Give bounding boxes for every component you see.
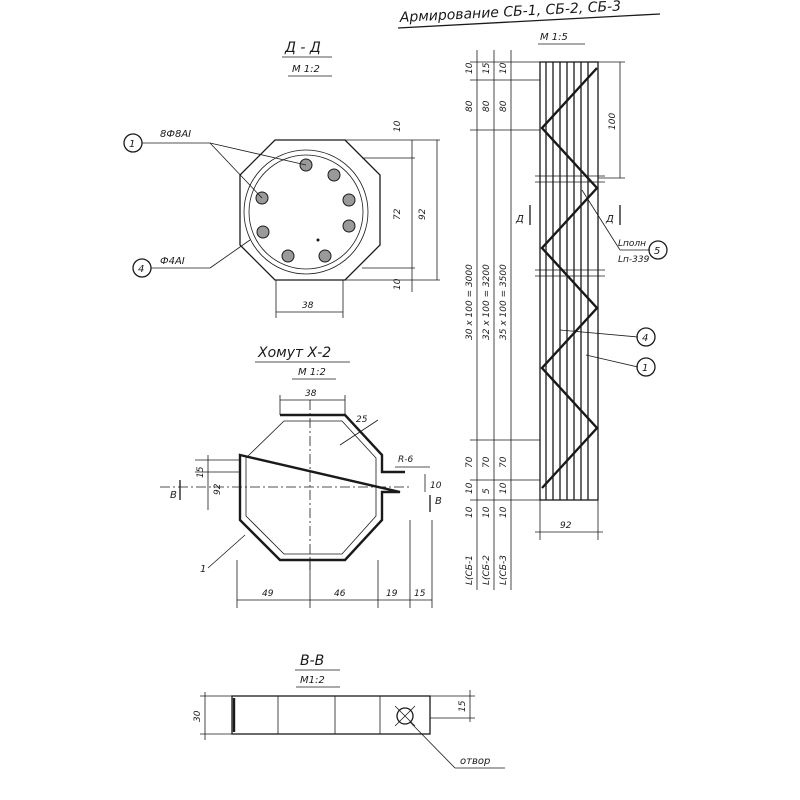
rebar-5 [318, 249, 332, 263]
rebar-3 [342, 193, 356, 207]
dim-dd-top: 10 [393, 120, 403, 132]
clamp-dim-left-small: 15 [196, 466, 206, 478]
rebar-7 [256, 225, 270, 239]
section-mark-left-text: В [170, 490, 177, 501]
bb-hole-x2 [394, 705, 416, 727]
part-1-text: 1 [200, 564, 206, 575]
clamp-radius-text: R-6 [398, 455, 414, 465]
elev-foot-dim-5: 10 [482, 506, 492, 518]
elev-foot-dim-1: 10 [465, 482, 475, 494]
elev-top-dim-2: 15 [482, 62, 492, 74]
callout-4-leader-a [209, 239, 251, 269]
clamp-outline [238, 413, 405, 562]
elev-foot-dim-6: 10 [499, 506, 509, 518]
dim-dd-outer: 92 [418, 208, 428, 220]
section-mark-right-text: В [435, 496, 442, 507]
rebar-6 [281, 249, 295, 263]
clamp-dim-b2: 46 [334, 589, 346, 599]
elev-dim-width: 92 [560, 521, 572, 531]
clamp-scale: М 1:2 [298, 367, 326, 378]
bb-dim-height: 30 [193, 710, 203, 722]
callout-1b-leader [585, 354, 639, 368]
elevation: 10 15 10 80 80 80 30 х 100 = 3000 32 х 1… [465, 50, 668, 590]
elev-length-1: L(СБ-1 [465, 555, 475, 585]
elev-dim-right: 100 [608, 113, 618, 130]
stirrup-circle-outer [243, 149, 369, 275]
callout-4b-circle [636, 327, 656, 347]
elev-mark-d-left-text: Д [515, 214, 524, 225]
dim-dd-width: 38 [302, 301, 314, 311]
callout-1b-text: 1 [642, 363, 648, 374]
clamp-x2: Хомут Х-2 М 1:2 38 25 R-6 10 15 92 В В [160, 345, 442, 608]
clamp-dim-b4: 15 [414, 589, 426, 599]
clamp-dim-b1: 49 [262, 589, 274, 599]
elev-top-dim-3: 10 [499, 62, 509, 74]
title-scale: М 1:5 [540, 32, 568, 43]
callout-stirrup-label: Ф4АI [160, 256, 185, 267]
bb-hole-leader [409, 721, 456, 769]
section-bb-title: В-В [300, 653, 324, 669]
callout-4b-leader [559, 329, 639, 338]
bb-hole [396, 707, 414, 725]
title-underline [397, 13, 661, 29]
callout-1-leader-a [209, 142, 263, 199]
bb-plate [231, 695, 431, 735]
callout-1-text: 1 [129, 139, 135, 150]
elev-top-dim-6: 80 [499, 100, 509, 112]
bb-dim-right: 15 [458, 700, 468, 712]
section-dd: Д - Д М 1:2 10 72 92 10 38 1 [123, 40, 440, 318]
elev-mark-d-right-text: Д [605, 214, 614, 225]
rebar-2 [327, 168, 341, 182]
elev-top-dim-5: 80 [482, 100, 492, 112]
clamp-dim-top-text: 38 [305, 389, 317, 399]
bb-hole-label: отвор [460, 756, 490, 767]
callout-1-leader-b [209, 142, 307, 166]
clamp-dim-right-text: 10 [430, 481, 442, 491]
section-bb: В-В М1:2 30 15 отвор [193, 653, 505, 769]
elev-mid-dim-3: 35 х 100 = 3500 [499, 264, 509, 340]
elev-low-dim-3: 70 [499, 456, 509, 468]
elev-foot-dim-2: 5 [482, 488, 492, 494]
elev-mid-dim-1: 30 х 100 = 3000 [465, 264, 475, 340]
callout-5-leader [581, 189, 621, 251]
spiral-wire [540, 67, 599, 489]
stirrup-circle-inner [248, 154, 364, 270]
clamp-dim-b3: 19 [386, 589, 398, 599]
dim-dd-inner: 72 [393, 208, 403, 220]
callout-4b-text: 4 [642, 333, 648, 344]
elev-top-dim-4: 80 [465, 100, 475, 112]
elev-foot-dim-4: 10 [465, 506, 475, 518]
elev-low-dim-1: 70 [465, 456, 475, 468]
section-dd-scale: М 1:2 [292, 64, 320, 75]
callout-5-circle [648, 240, 668, 260]
clamp-diag-leader [339, 419, 379, 446]
elev-low-dim-2: 70 [482, 456, 492, 468]
rebar-4 [342, 219, 356, 233]
elev-length-2: L(СБ-2 [482, 555, 492, 585]
elev-mid-dim-2: 32 х 100 = 3200 [482, 264, 492, 340]
part-1-leader [207, 534, 246, 569]
clamp-dim-left-big: 92 [213, 483, 223, 495]
clamp-inner-outline [245, 420, 377, 555]
center-mark [316, 238, 320, 242]
elev-foot-dim-3: 10 [499, 482, 509, 494]
callout-bars-label: 8Ф8АI [160, 129, 191, 140]
spiral-length-pitch: Lп-339 [618, 255, 650, 265]
section-dd-title: Д - Д [284, 40, 321, 56]
callout-5-text: 5 [654, 246, 660, 257]
clamp-title: Хомут Х-2 [257, 345, 331, 361]
cage-outline [539, 61, 599, 501]
elev-length-3: L(СБ-3 [499, 555, 509, 585]
elev-top-dim-1: 10 [465, 62, 475, 74]
dim-dd-bottom: 10 [393, 278, 403, 290]
callout-4-text: 4 [138, 264, 144, 275]
callout-1b-circle [636, 357, 656, 377]
spiral-length-full: Lполн [618, 239, 646, 249]
clamp-dim-diag: 25 [356, 415, 368, 425]
section-bb-scale: М1:2 [300, 675, 325, 686]
